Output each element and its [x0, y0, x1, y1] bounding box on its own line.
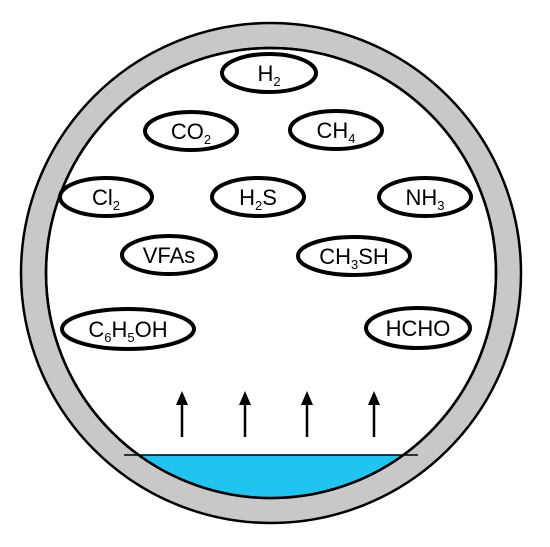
gas-bubble-co2: CO2	[143, 110, 239, 152]
gas-bubble-hcho: HCHO	[364, 306, 472, 350]
formula-subscript: 4	[348, 131, 355, 146]
formula-text: OH	[135, 317, 168, 342]
gas-label-ch4: CH4	[316, 118, 355, 146]
arrow-up-icon	[176, 391, 188, 437]
formula-text: NH	[405, 185, 437, 210]
gas-label-ch3sh: CH3SH	[319, 244, 389, 272]
gas-bubble-vfas: VFAs	[120, 234, 218, 276]
formula-subscript: 3	[437, 198, 444, 213]
arrow-up-icon	[239, 391, 251, 437]
gas-label-h2: H2	[257, 61, 280, 89]
gas-bubble-h2: H2	[220, 52, 318, 94]
formula-text: CH	[316, 118, 348, 143]
formula-text: Cl	[92, 185, 113, 210]
formula-text: VFAs	[143, 243, 196, 268]
formula-text: C	[88, 317, 104, 342]
arrow-head	[176, 391, 188, 405]
formula-text: CO	[171, 119, 204, 144]
gas-label-cl2: Cl2	[92, 185, 120, 213]
formula-subscript: 2	[204, 132, 211, 147]
gas-label-vfas: VFAs	[143, 243, 196, 268]
formula-text: H	[239, 185, 255, 210]
gas-bubble-outline	[377, 176, 473, 218]
gas-bubble-outline	[120, 234, 218, 276]
gas-label-hcho: HCHO	[386, 316, 451, 341]
vessel-interior	[44, 46, 498, 500]
formula-subscript: 2	[255, 198, 262, 213]
formula-subscript: 2	[273, 74, 280, 89]
formula-text: CH	[319, 244, 351, 269]
formula-subscript: 3	[351, 257, 358, 272]
gas-bubble-outline	[58, 176, 154, 218]
formula-subscript: 6	[104, 330, 111, 345]
gas-bubble-ch4: CH4	[288, 109, 384, 151]
gas-label-nh3: NH3	[405, 185, 444, 213]
gas-bubble-outline	[364, 306, 472, 350]
arrow-head	[239, 391, 251, 405]
gas-bubble-c6h5oh: C6H5OH	[60, 307, 196, 351]
gas-bubble-outline	[288, 109, 384, 151]
gas-bubble-ch3sh: CH3SH	[296, 235, 412, 277]
gas-bubble-h2s: H2S	[210, 176, 306, 218]
formula-text: H	[257, 61, 273, 86]
gas-label-c6h5oh: C6H5OH	[88, 317, 167, 345]
gas-bubble-cl2: Cl2	[58, 176, 154, 218]
formula-text: SH	[358, 244, 389, 269]
gas-label-co2: CO2	[171, 119, 211, 147]
gas-bubble-outline	[60, 307, 196, 351]
formula-subscript: 5	[127, 330, 134, 345]
formula-subscript: 2	[113, 198, 120, 213]
evaporation-arrows	[176, 391, 380, 437]
gas-label-h2s: H2S	[239, 185, 277, 213]
formula-text: H	[112, 317, 128, 342]
arrow-up-icon	[301, 391, 313, 437]
arrow-up-icon	[368, 391, 380, 437]
gas-bubble-nh3: NH3	[377, 176, 473, 218]
formula-text: HCHO	[386, 316, 451, 341]
arrow-head	[368, 391, 380, 405]
formula-text: S	[262, 185, 277, 210]
arrow-head	[301, 391, 313, 405]
gas-bubble-outline	[210, 176, 306, 218]
vessel-inner-outline	[44, 46, 498, 500]
gas-bubble-outline	[220, 52, 318, 94]
gas-bubble-outline	[143, 110, 239, 152]
gas-bubble-outline	[296, 235, 412, 277]
